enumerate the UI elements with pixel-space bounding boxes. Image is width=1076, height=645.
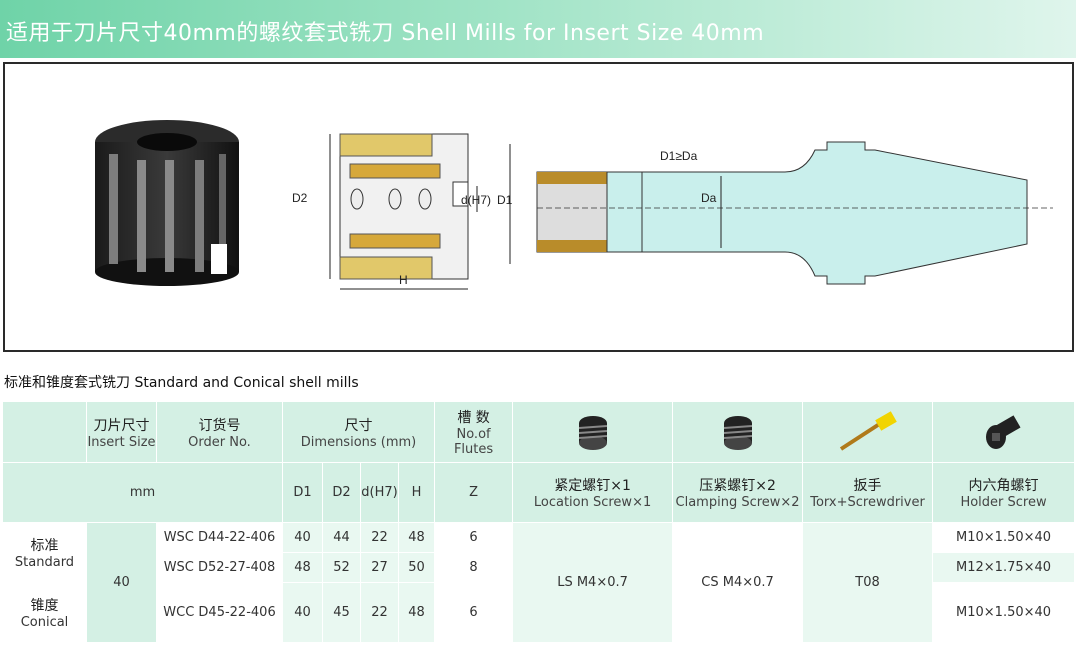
torx-value: T08 xyxy=(802,522,934,643)
holder-screw-value: M10×1.50×40 xyxy=(932,522,1076,553)
dh7-value: 22 xyxy=(360,582,399,643)
location-screw-value: LS M4×0.7 xyxy=(512,522,674,643)
d2-value: 44 xyxy=(322,522,361,553)
dh7-value: 27 xyxy=(360,552,399,583)
holder-screw-value: M10×1.50×40 xyxy=(932,582,1076,643)
hex-socket-screw-icon xyxy=(932,401,1076,463)
threaded-insert-screw-icon xyxy=(672,401,804,463)
z-value: 6 xyxy=(434,582,514,643)
d1-value: 40 xyxy=(282,582,323,643)
order-no: WSC D52-27-408 xyxy=(156,552,283,583)
insert-size-value: 40 xyxy=(86,522,157,643)
holder-screw-value: M12×1.75×40 xyxy=(932,552,1076,583)
order-no: WCC D45-22-406 xyxy=(156,582,283,643)
d2-value: 52 xyxy=(322,552,361,583)
header-blank xyxy=(2,401,87,463)
title-bar: 适用于刀片尺寸40mm的螺纹套式铣刀 Shell Mills for Inser… xyxy=(0,0,1076,58)
header-d1: D1 xyxy=(282,462,323,523)
h-value: 48 xyxy=(397,582,436,643)
dh7-value: 22 xyxy=(360,522,399,553)
h-value: 50 xyxy=(397,552,436,583)
label-d2: D2 xyxy=(292,191,308,205)
page-title: 适用于刀片尺寸40mm的螺纹套式铣刀 Shell Mills for Inser… xyxy=(6,21,765,46)
z-value: 6 xyxy=(434,522,514,553)
shell-mill-drawings: D2 d(H7) D1 H D1≥Da Da xyxy=(95,120,1053,290)
table-row: WSC D52-27-408 48 52 27 50 8 M12×1.75×40 xyxy=(3,552,1076,583)
threaded-insert-screw-icon xyxy=(512,401,674,463)
header-d2: D2 xyxy=(322,462,361,523)
d2-value: 45 xyxy=(322,582,361,643)
torx-wrench-icon xyxy=(802,401,934,463)
z-value: 8 xyxy=(434,552,514,583)
shell-mill-photo xyxy=(95,120,239,286)
d1-value: 40 xyxy=(282,522,323,553)
header-dh7: d(H7) xyxy=(360,462,399,523)
header-h: H xyxy=(397,462,436,523)
d1-value: 48 xyxy=(282,552,323,583)
clamping-screw-value: CS M4×0.7 xyxy=(672,522,804,643)
label-d1-ge-da: D1≥Da xyxy=(660,149,698,163)
order-no: WSC D44-22-406 xyxy=(156,522,283,553)
header-unit: mm xyxy=(2,462,283,523)
product-figure: D2 d(H7) D1 H D1≥Da Da xyxy=(3,62,1074,352)
h-value: 48 xyxy=(397,522,436,553)
label-dh7: d(H7) xyxy=(461,193,491,207)
cross-section-drawing: D2 d(H7) D1 H xyxy=(292,133,513,290)
assembly-drawing: D1≥Da Da xyxy=(536,141,1053,285)
header-z: Z xyxy=(434,462,514,523)
label-d1: D1 xyxy=(497,193,513,207)
label-h: H xyxy=(399,273,408,287)
label-da: Da xyxy=(701,191,717,205)
section-subtitle: 标准和锥度套式铣刀 Standard and Conical shell mil… xyxy=(4,375,359,391)
